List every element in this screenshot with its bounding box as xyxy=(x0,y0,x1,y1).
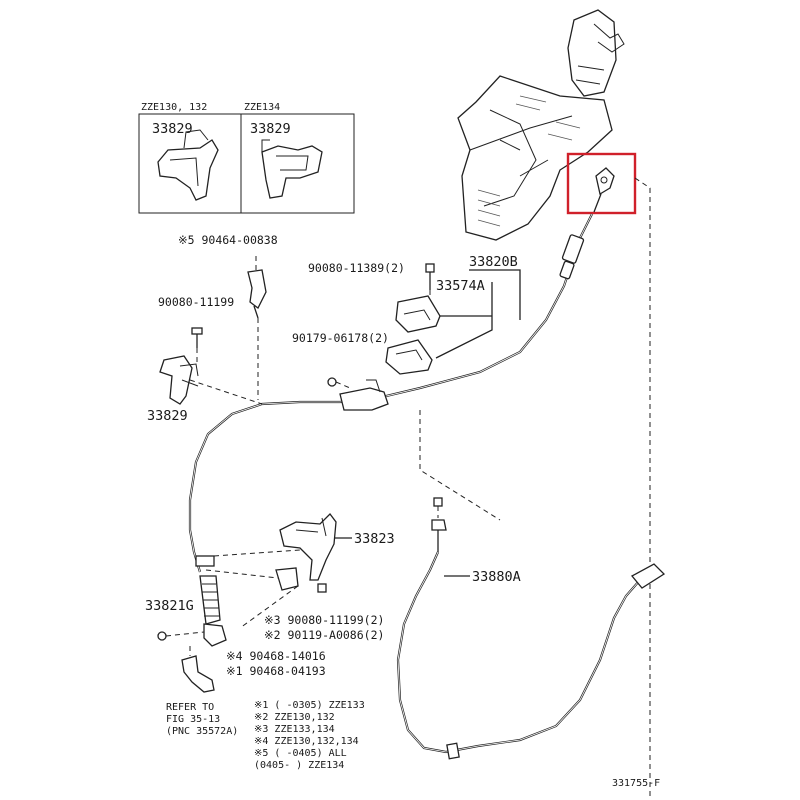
cable-33880a-clip xyxy=(446,742,460,760)
label-refer-line3: (PNC 35572A) xyxy=(166,726,238,737)
cable-end-clevis xyxy=(203,623,227,647)
legend-line: ※2 ZZE130,132 xyxy=(254,712,335,723)
cable-33880a xyxy=(396,497,666,760)
label-90080-11199: 90080-11199 xyxy=(158,295,234,309)
variant-inset: ZZE130, 132 ZZE134 33829 33829 xyxy=(138,102,355,214)
bracket-33829 xyxy=(159,355,199,405)
cable-end-hole xyxy=(600,176,608,184)
label-33574a: 33574A xyxy=(436,278,485,294)
leader-mid xyxy=(419,410,501,521)
shift-cable-33820b xyxy=(188,213,593,647)
inset-right-part-number: 33829 xyxy=(250,121,291,137)
inset-left-part-number: 33829 xyxy=(152,121,193,137)
label-33820b: 33820B xyxy=(469,254,518,270)
callout-33820b xyxy=(469,269,521,320)
label-refer-line1: REFER TO xyxy=(166,702,214,713)
cable-fitting-upper xyxy=(561,234,585,264)
legend-line: (0405- ) ZZE134 xyxy=(254,760,344,771)
label-33880a: 33880A xyxy=(472,569,521,585)
bracket-33829-variant-a-detail xyxy=(169,129,209,187)
inset-left-header: ZZE130, 132 xyxy=(141,102,207,113)
callout-33574a xyxy=(435,282,493,359)
label-33829: 33829 xyxy=(147,408,188,424)
bracket-33823-detail xyxy=(295,517,327,537)
retainer-lower xyxy=(385,339,433,375)
bracket-33823-clip xyxy=(275,567,299,591)
cable-end-eye xyxy=(595,167,615,196)
legend-line: ※1 ( -0305) ZZE133 xyxy=(254,700,365,711)
inset-frame xyxy=(138,113,355,214)
diagram-id: 331755-F xyxy=(612,778,660,789)
cable-end-collar xyxy=(195,555,215,567)
clip-90464-00838 xyxy=(247,269,267,319)
cable-clamp-tab xyxy=(366,379,381,393)
cable-end-rod xyxy=(593,193,602,213)
leader-right xyxy=(634,177,651,800)
cable-33880a-bolt xyxy=(433,497,443,507)
retainer-upper-detail xyxy=(403,309,431,321)
bracket-33829-body xyxy=(159,355,193,405)
label-refer-line2: FIG 35-13 xyxy=(166,714,220,725)
shift-knob xyxy=(567,9,617,97)
label-90080-11389: 90080-11389(2) xyxy=(308,261,405,275)
cable-33880a-top-fitting xyxy=(431,519,447,531)
bracket-33829-variant-a xyxy=(157,139,219,201)
highlight-box xyxy=(566,152,637,215)
leader-nut-33821g xyxy=(165,631,205,637)
bolt-90080-11389 xyxy=(425,263,435,290)
legend-line: ※4 ZZE130,132,134 xyxy=(254,736,359,747)
label-90468-14016: ※4 90468-14016 xyxy=(226,649,326,663)
cable-33880a-connector xyxy=(630,563,666,589)
shifter-housing-detail xyxy=(469,109,573,207)
label-90119-a0086: ※2 90119-A0086(2) xyxy=(264,628,384,642)
nut-90179-06178 xyxy=(327,377,337,387)
shift-knob-button xyxy=(593,23,625,53)
shift-lever-assembly xyxy=(457,9,625,241)
bracket-33823 xyxy=(275,513,337,593)
leader-33823 xyxy=(205,549,301,629)
label-33823: 33823 xyxy=(354,531,395,547)
linkage-refer xyxy=(181,646,215,693)
label-90179-06178: 90179-06178(2) xyxy=(292,331,389,345)
cable-clamp xyxy=(339,387,389,411)
label-33821g: 33821G xyxy=(145,598,194,614)
bracket-33829-variant-b-detail xyxy=(261,139,309,171)
legend-line: ※5 ( -0405) ALL xyxy=(254,748,347,759)
cable-fitting-upper-2 xyxy=(559,260,575,280)
retainer-upper xyxy=(395,295,441,333)
bracket-33829-detail xyxy=(179,363,199,387)
leader-bracket xyxy=(189,348,263,405)
label-90080-11199-2: ※3 90080-11199(2) xyxy=(264,613,384,627)
retainer-lower-detail xyxy=(395,349,423,361)
bracket-33823-body xyxy=(279,513,337,581)
leader-nut xyxy=(335,381,351,389)
bracket-33823-bolt xyxy=(317,583,327,593)
bolt-90080-11199 xyxy=(191,327,203,348)
label-90468-04193: ※1 90468-04193 xyxy=(226,664,326,678)
legend-line: ※3 ZZE133,134 xyxy=(254,724,335,735)
label-90464-00838: ※5 90464-00838 xyxy=(178,233,278,247)
variant-legend: ※1 ( -0305) ZZE133※2 ZZE130,132※3 ZZE133… xyxy=(254,700,365,771)
bracket-33829-variant-b xyxy=(261,145,323,199)
shift-knob-rings xyxy=(575,65,605,85)
nut-33821g xyxy=(157,631,167,641)
leader-clip xyxy=(255,256,259,400)
retainer-33574a xyxy=(385,295,441,375)
inset-right-header: ZZE134 xyxy=(244,102,280,113)
